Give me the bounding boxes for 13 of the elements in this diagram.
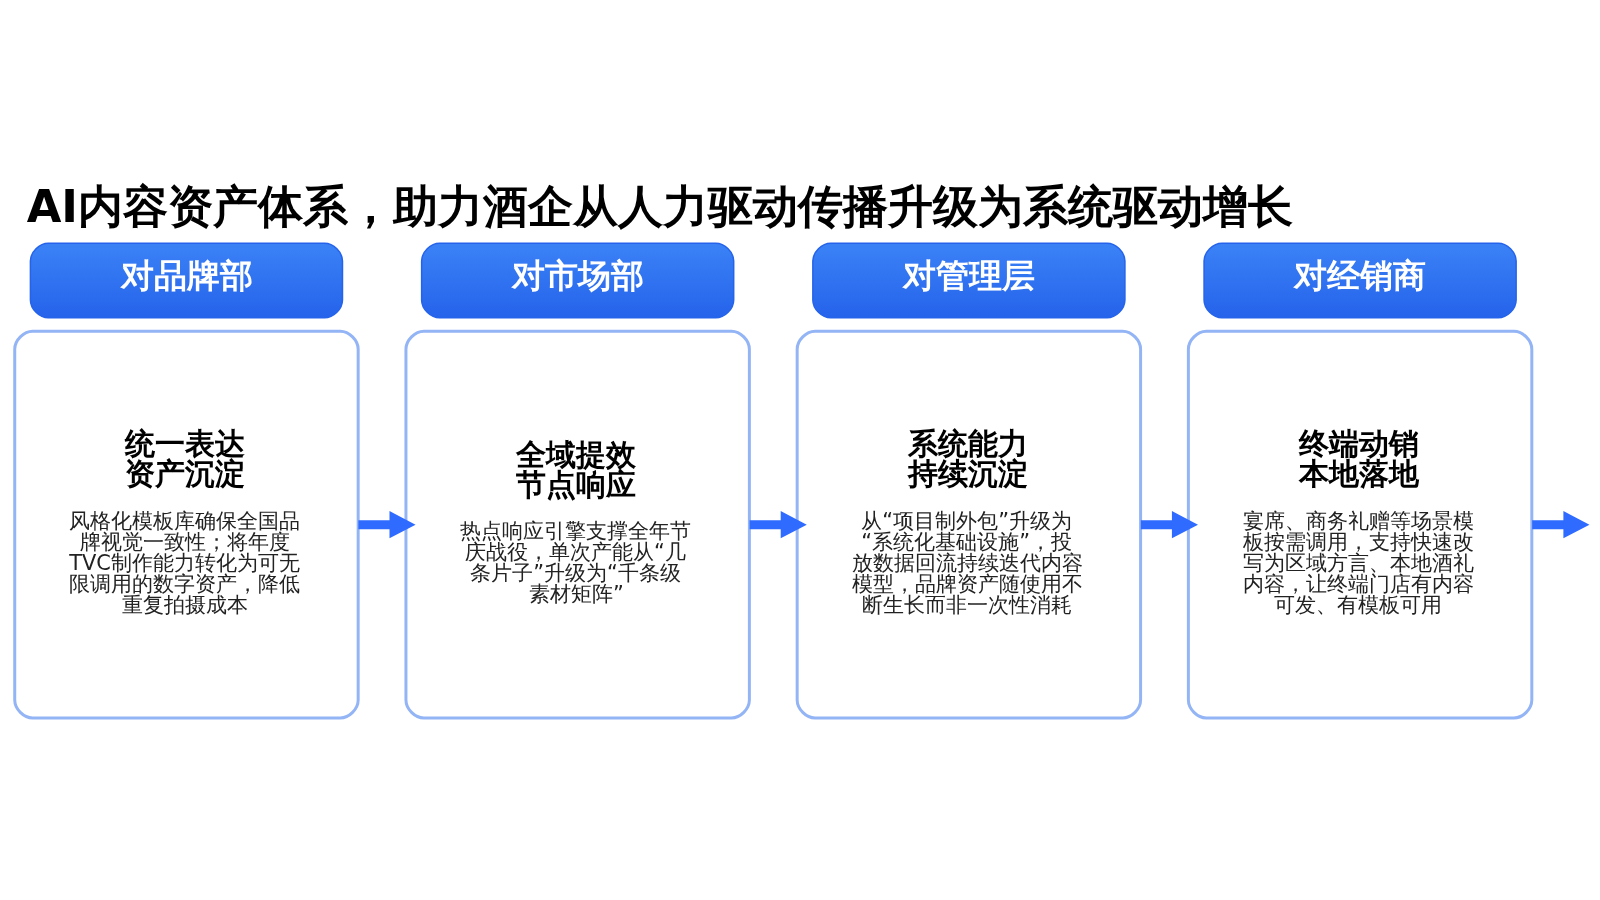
node-box: 对经销商	[1203, 242, 1517, 319]
arrow	[1140, 511, 1198, 539]
node-box: 对品牌部	[29, 242, 344, 319]
arrow	[1532, 511, 1590, 539]
node-box: 对市场部	[420, 242, 735, 319]
arrow	[358, 511, 416, 539]
node-box: 终端动销本地落地 宴席、商务礼赠等场景模板按需调用，支持快速改写为区域方言、本地酒礼内容，让终端门店有内容可发、有模板可用	[1186, 329, 1534, 720]
node-box: 对管理层	[812, 242, 1126, 319]
node-box: 统一表达资产沉淀 风格化模板库确保全国品牌视觉一致性；将年度TVC制作能力转化为可无限调用的数字资产，降低重复拍摄成本	[13, 329, 360, 720]
node-box: 系统能力持续沉淀 从“项目制外包”升级为“系统化基础设施”，投放数据回流持续迭代内容模型，品牌资产随使用不断生长而非一次性消耗	[795, 329, 1143, 720]
diagram-title: AI内容资产体系，助力酒企从人力驱动传播升级为系统驱动增长	[26, 180, 1294, 234]
arrow	[749, 510, 807, 539]
node-box: 全域提效节点响应 热点响应引擎支撑全年节庆战役，单次产能从“几条片子”升级为“千条级素材矩阵”	[404, 329, 751, 720]
